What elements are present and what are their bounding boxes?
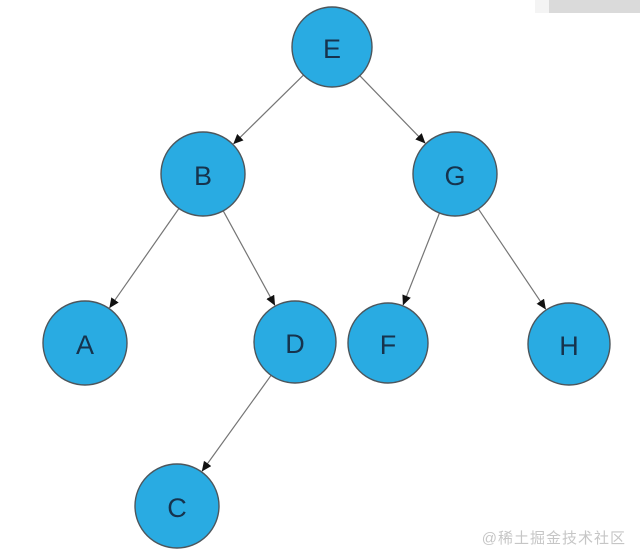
- tree-edge-E-B: [233, 74, 304, 145]
- tree-node-circle-F: [347, 302, 429, 384]
- tree-node-circle-E: [291, 6, 373, 88]
- tree-node-circle-B: [160, 131, 246, 217]
- tree-node-label-F: F: [380, 330, 397, 360]
- tree-node-circle-D: [253, 300, 337, 384]
- edges-layer: [109, 74, 547, 472]
- window-edge-fragment-light: [535, 0, 549, 13]
- tree-node-label-C: C: [167, 493, 187, 523]
- tree-node-B: B: [160, 131, 246, 217]
- tree-node-label-G: G: [444, 161, 465, 191]
- tree-node-H: H: [527, 302, 611, 386]
- tree-node-label-E: E: [323, 34, 341, 64]
- tree-edge-G-H: [477, 208, 547, 310]
- tree-node-C: C: [134, 463, 220, 549]
- watermark: @稀土掘金技术社区: [481, 530, 626, 547]
- tree-node-F: F: [347, 302, 429, 384]
- tree-node-E: E: [291, 6, 373, 88]
- tree-edge-D-C: [201, 374, 272, 472]
- tree-edge-B-A: [109, 208, 180, 309]
- tree-node-label-A: A: [76, 330, 94, 360]
- tree-node-label-H: H: [559, 331, 579, 361]
- tree-edge-G-F: [402, 212, 441, 306]
- nodes-layer: E B G A D F H C: [42, 6, 611, 549]
- tree-node-circle-C: [134, 463, 220, 549]
- tree-edge-E-G: [359, 75, 426, 144]
- scrollbar-fragment: [549, 0, 640, 13]
- tree-node-circle-G: [412, 131, 498, 217]
- tree-node-label-B: B: [194, 161, 212, 191]
- tree-node-G: G: [412, 131, 498, 217]
- tree-edge-B-D: [222, 210, 276, 306]
- tree-node-label-D: D: [285, 329, 305, 359]
- tree-node-A: A: [42, 300, 128, 386]
- tree-node-circle-H: [527, 302, 611, 386]
- tree-node-circle-A: [42, 300, 128, 386]
- tree-node-D: D: [253, 300, 337, 384]
